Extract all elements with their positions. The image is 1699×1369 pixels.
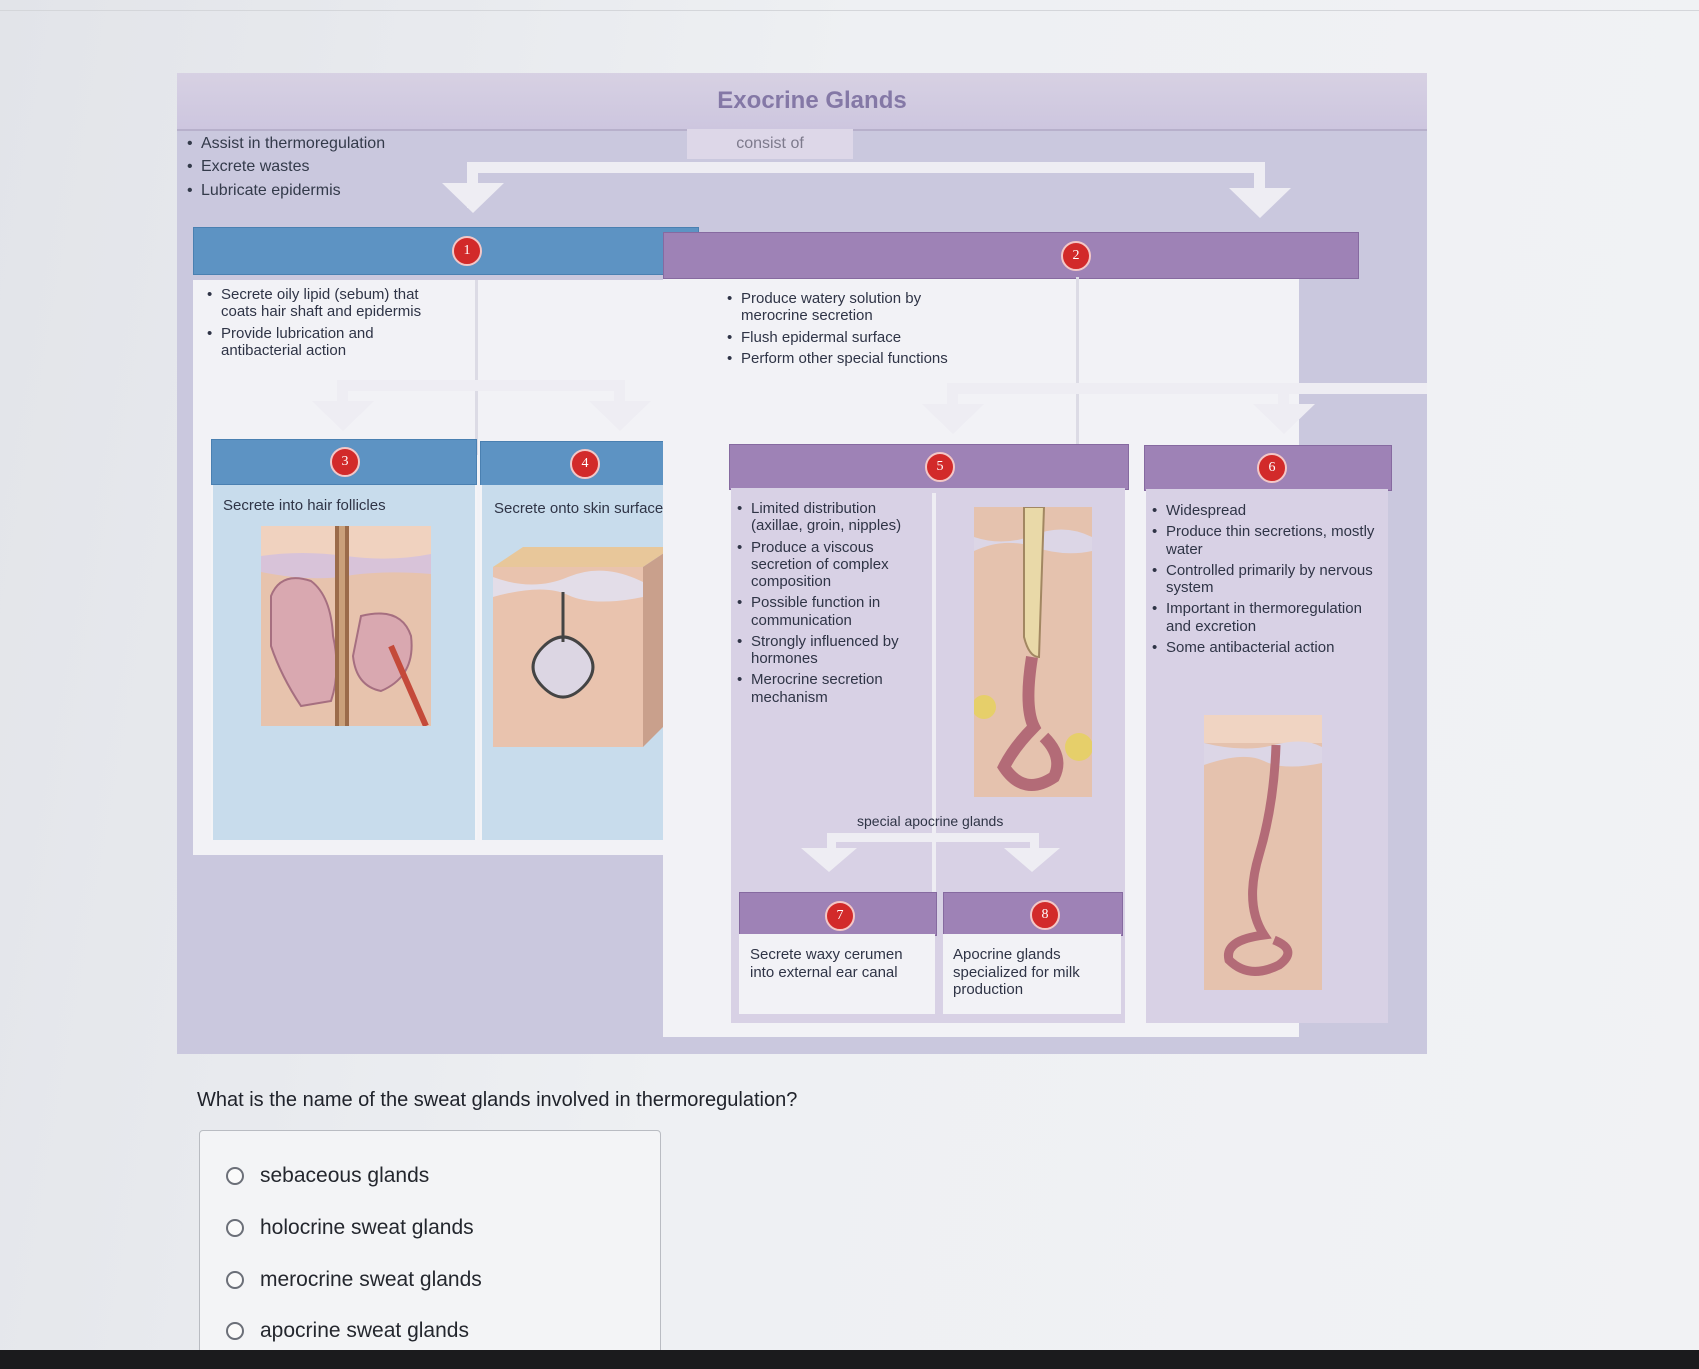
option-label: holocrine sweat glands (260, 1216, 474, 1239)
callout-number-4: 4 (570, 449, 600, 479)
special-apocrine-label: special apocrine glands (857, 813, 1004, 829)
feature-item: Limited distribution (axillae, groin, ni… (737, 500, 927, 535)
connector-line (827, 833, 836, 851)
connector-line (1076, 277, 1079, 459)
apocrine-header (729, 444, 1129, 490)
feature-item: Produce watery solution by merocrine sec… (727, 290, 977, 325)
answer-options-box: sebaceous glands holocrine sweat glands … (199, 1130, 661, 1362)
option-label: sebaceous glands (260, 1164, 430, 1187)
sebaceous-gland-illustration (261, 526, 431, 726)
down-arrow-icon (589, 401, 651, 431)
apocrine-features: Limited distribution (axillae, groin, ni… (737, 500, 927, 710)
feature-item: Controlled primarily by nervous system (1152, 562, 1377, 597)
connector-bar (827, 833, 1039, 842)
feature-item: Secrete oily lipid (sebum) that coats ha… (207, 286, 437, 321)
sebaceous-header (193, 227, 699, 275)
option-merocrine-sweat-glands[interactable]: merocrine sweat glands (226, 1268, 482, 1292)
feature-item: Strongly influenced by hormones (737, 633, 927, 668)
connector-line (337, 380, 348, 406)
down-arrow-icon (442, 183, 504, 213)
connector-line (932, 493, 936, 893)
top-divider (0, 10, 1699, 11)
feature-item: Important in thermoregulation and excret… (1152, 600, 1377, 635)
radio-button[interactable] (226, 1271, 244, 1289)
radio-button[interactable] (226, 1219, 244, 1237)
option-sebaceous-glands[interactable]: sebaceous glands (226, 1164, 429, 1188)
function-item: Lubricate epidermis (187, 182, 385, 201)
consist-of-label: consist of (736, 135, 804, 152)
option-label: merocrine sweat glands (260, 1268, 482, 1291)
gland-functions-list: Assist in thermoregulation Excrete waste… (187, 135, 385, 205)
callout-number-7: 7 (825, 901, 855, 931)
option-holocrine-sweat-glands[interactable]: holocrine sweat glands (226, 1216, 474, 1240)
sweat-gland-features: Produce watery solution by merocrine sec… (727, 290, 977, 371)
apocrine-gland-illustration (974, 507, 1092, 797)
connector-line (947, 383, 958, 411)
feature-item: Possible function in communication (737, 594, 927, 629)
radio-button[interactable] (226, 1167, 244, 1185)
mammary-label: Apocrine glands specialized for milk pro… (953, 946, 1080, 999)
down-arrow-icon (1253, 404, 1315, 434)
hair-follicle-label: Secrete into hair follicles (223, 497, 386, 514)
feature-item: Flush epidermal surface (727, 329, 977, 347)
connector-bar (337, 380, 625, 391)
feature-item: Merocrine secretion mechanism (737, 671, 927, 706)
radio-button[interactable] (226, 1322, 244, 1340)
connector-line (1030, 833, 1039, 851)
callout-number-5: 5 (925, 452, 955, 482)
feature-item: Produce thin secretions, mostly water (1152, 523, 1377, 558)
skin-surface-illustration (493, 547, 673, 747)
feature-item: Produce a viscous secretion of complex c… (737, 539, 927, 591)
skin-surface-label: Secrete onto skin surface (494, 500, 664, 517)
function-item: Assist in thermoregulation (187, 135, 385, 154)
down-arrow-icon (922, 404, 984, 434)
question-prompt: What is the name of the sweat glands inv… (197, 1089, 798, 1111)
callout-number-2: 2 (1061, 241, 1091, 271)
cerumen-label: Secrete waxy cerumen into external ear c… (750, 946, 903, 981)
cerumen-panel (739, 934, 935, 1014)
option-apocrine-sweat-glands[interactable]: apocrine sweat glands (226, 1319, 469, 1343)
connector-line (1254, 162, 1265, 208)
consist-of-box (687, 129, 853, 159)
connector-line (614, 380, 625, 406)
connector-line (1278, 383, 1289, 411)
down-arrow-icon (312, 401, 374, 431)
callout-number-8: 8 (1030, 900, 1060, 930)
option-label: apocrine sweat glands (260, 1319, 469, 1342)
callout-number-3: 3 (330, 447, 360, 477)
screen-bezel (0, 1350, 1699, 1369)
feature-item: Perform other special functions (727, 350, 977, 368)
feature-item: Some antibacterial action (1152, 639, 1377, 657)
connector-bar (947, 383, 1427, 394)
callout-number-6: 6 (1257, 453, 1287, 483)
sebaceous-features: Secrete oily lipid (sebum) that coats ha… (207, 286, 437, 363)
feature-item: Widespread (1152, 502, 1377, 520)
down-arrow-icon (1229, 188, 1291, 218)
function-item: Excrete wastes (187, 158, 385, 177)
callout-number-1: 1 (452, 236, 482, 266)
down-arrow-icon (801, 848, 857, 872)
down-arrow-icon (1004, 848, 1060, 872)
merocrine-gland-illustration (1204, 715, 1322, 990)
figure-title: Exocrine Glands (717, 87, 907, 114)
feature-item: Provide lubrication and antibacterial ac… (207, 325, 437, 360)
connector-bar (467, 162, 1265, 173)
connector-line (475, 280, 478, 455)
merocrine-features: Widespread Produce thin secretions, most… (1152, 502, 1377, 660)
mammary-panel (943, 934, 1121, 1014)
exocrine-glands-figure: Exocrine Glands consist of Assist in the… (177, 73, 1427, 1054)
sweat-gland-header (663, 232, 1359, 279)
